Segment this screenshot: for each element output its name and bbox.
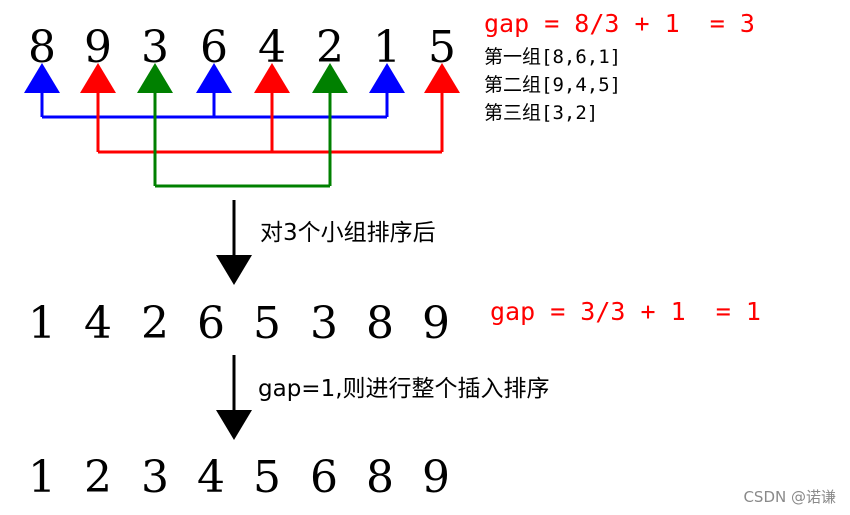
- row3-num: 4: [197, 452, 225, 503]
- gap-formula-2: gap = 3/3 + 1 = 1: [490, 297, 761, 326]
- row1-num: 2: [316, 22, 344, 73]
- row2-num: 5: [253, 298, 281, 349]
- row2-num: 2: [141, 298, 169, 349]
- group2-connector: [80, 63, 460, 154]
- row3-num: 1: [28, 452, 56, 503]
- group3-connector: [137, 63, 348, 188]
- row1-num: 6: [200, 22, 228, 73]
- row2-num: 4: [84, 298, 112, 349]
- row3-num: 5: [253, 452, 281, 503]
- group-2-label: 第二组[9,4,5]: [484, 74, 622, 96]
- row3-num: 8: [366, 452, 394, 503]
- row1-num: 3: [141, 22, 169, 73]
- row2-num: 9: [422, 298, 450, 349]
- row3-num: 6: [310, 452, 338, 503]
- row3-num: 3: [141, 452, 169, 503]
- group-3-label: 第三组[3,2]: [484, 102, 599, 124]
- row1-num: 1: [373, 22, 401, 73]
- row2-num: 8: [366, 298, 394, 349]
- step2-caption: gap=1,则进行整个插入排序: [258, 376, 550, 402]
- row2-num: 6: [197, 298, 225, 349]
- row1-num: 9: [84, 22, 112, 73]
- group-1-label: 第一组[8,6,1]: [484, 46, 622, 68]
- step1-caption: 对3个小组排序后: [260, 220, 436, 246]
- row1-num: 5: [428, 22, 456, 73]
- row3-num: 2: [84, 452, 112, 503]
- row3-num: 9: [422, 452, 450, 503]
- row2-num: 3: [310, 298, 338, 349]
- group1-connector: [24, 63, 405, 119]
- watermark: CSDN @诺谦: [743, 488, 836, 506]
- row1-num: 4: [258, 22, 286, 73]
- gap-formula-1: gap = 8/3 + 1 = 3: [484, 9, 755, 38]
- row1-num: 8: [28, 22, 56, 73]
- row2-num: 1: [28, 298, 56, 349]
